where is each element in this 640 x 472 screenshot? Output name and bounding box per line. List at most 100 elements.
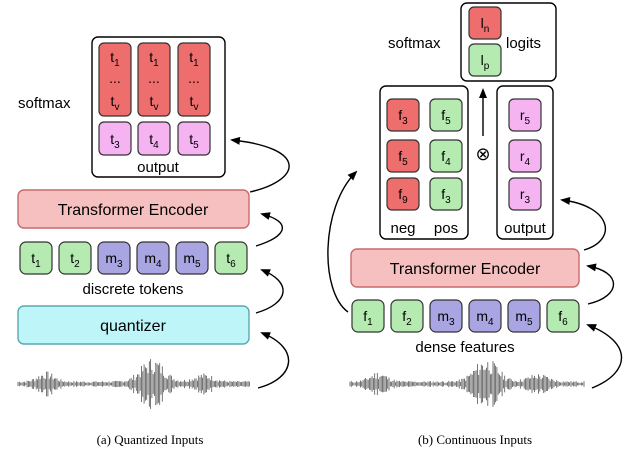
feature-label: f2 — [402, 308, 412, 328]
pos-token-label: f3 — [441, 186, 451, 206]
feature-token — [546, 299, 580, 333]
vocab-top: t1 — [110, 49, 120, 69]
arrow-quantizer-to-tokens — [255, 269, 284, 314]
logit-neg-token — [468, 6, 502, 40]
neg-token-label: f5 — [398, 148, 408, 168]
dense-feature-row: f1 f2 m3 m4 m5 f6 — [351, 299, 580, 333]
arrow-wave-to-quantizer — [257, 332, 290, 389]
panel-quantized: softmax output t1 ... tv t3 t1 ... tv t4… — [17, 36, 290, 447]
vocab-dots: ... — [109, 70, 121, 86]
quantizer-label: quantizer — [100, 318, 166, 335]
target-token — [137, 121, 171, 156]
logit-pos-label: lp — [481, 52, 490, 72]
arrow-encoder-to-output — [230, 136, 290, 193]
vocab-dots: ... — [148, 70, 160, 86]
masked-token — [175, 241, 209, 275]
right-waveform — [349, 361, 585, 407]
arrow-encoder-to-output — [560, 196, 606, 251]
vocab-dots: ... — [188, 70, 200, 86]
output-token-label: r5 — [520, 107, 531, 127]
panel-continuous: ln lp logits softmax f3 f5 f9 f5 f4 f3 n… — [327, 2, 623, 447]
right-transformer-encoder — [350, 248, 580, 288]
pos-token — [429, 177, 463, 211]
arrow-wave-to-features — [586, 324, 623, 389]
vocab-column — [177, 42, 211, 117]
logits-box — [460, 2, 557, 82]
output-token-label: r3 — [520, 186, 531, 206]
arrow-tokens-to-encoder — [255, 212, 284, 247]
left-waveform — [17, 359, 250, 409]
feature-label: m4 — [476, 308, 494, 328]
left-output-label: output — [137, 159, 180, 176]
left-softmax-label: softmax — [18, 95, 71, 112]
masked-feature — [429, 299, 463, 333]
pos-label: pos — [434, 220, 458, 237]
target-token — [98, 121, 132, 156]
masked-feature — [468, 299, 502, 333]
target-token-label: t5 — [189, 131, 199, 151]
product-symbol: ⊗ — [475, 144, 490, 164]
neg-token — [386, 177, 420, 211]
masked-token — [97, 241, 131, 275]
right-output-label: output — [504, 220, 547, 237]
output-token — [508, 177, 542, 211]
token-label: t1 — [31, 250, 41, 270]
logit-neg-label: ln — [481, 15, 490, 35]
feature-label: m5 — [515, 308, 533, 328]
feature-token — [390, 299, 424, 333]
vocab-bottom: tv — [111, 93, 120, 113]
target-token-label: t4 — [149, 131, 159, 151]
neg-token — [386, 98, 420, 132]
left-output-box — [91, 36, 226, 178]
token — [214, 241, 248, 275]
vocab-column — [98, 42, 132, 117]
pos-token-label: f4 — [441, 148, 451, 168]
logits-label: logits — [506, 35, 541, 52]
target-token-label: t3 — [110, 131, 120, 151]
token — [58, 241, 92, 275]
feature-label: m3 — [437, 308, 455, 328]
neg-label: neg — [390, 220, 415, 237]
masked-feature — [507, 299, 541, 333]
output-token — [508, 98, 542, 132]
neg-token-label: f9 — [398, 186, 408, 206]
caption-a: (a) Quantized Inputs — [97, 432, 204, 447]
logit-pos-token — [468, 43, 502, 77]
token-label: m5 — [183, 250, 201, 270]
quantizer-block — [17, 305, 250, 345]
vocab-column — [137, 42, 171, 117]
output-token-label: r4 — [520, 148, 531, 168]
right-softmax-label: softmax — [388, 35, 441, 52]
right-output-box — [496, 85, 554, 240]
arrow-features-to-encoder — [586, 263, 615, 305]
vocab-top: t1 — [189, 49, 199, 69]
pos-token — [429, 139, 463, 173]
neg-token — [386, 139, 420, 173]
token-label: t6 — [226, 250, 236, 270]
masked-token — [136, 241, 170, 275]
vocab-bottom: tv — [150, 93, 159, 113]
token-label: m4 — [144, 250, 162, 270]
output-token — [508, 139, 542, 173]
token — [19, 241, 53, 275]
pos-token-label: f5 — [441, 107, 451, 127]
left-transformer-encoder — [17, 189, 250, 229]
arrow-features-to-negpos — [327, 170, 358, 313]
target-token — [177, 121, 211, 156]
token-label: t2 — [70, 250, 80, 270]
discrete-token-row: t1 t2 m3 m4 m5 t6 — [19, 241, 248, 275]
caption-b: (b) Continuous Inputs — [418, 432, 532, 447]
feature-label: f6 — [558, 308, 568, 328]
neg-pos-box — [379, 85, 469, 240]
vocab-top: t1 — [149, 49, 159, 69]
neg-token-label: f3 — [398, 107, 408, 127]
feature-token — [351, 299, 385, 333]
discrete-tokens-label: discrete tokens — [83, 281, 184, 298]
left-encoder-label: Transformer Encoder — [58, 202, 209, 219]
vocab-bottom: tv — [190, 93, 199, 113]
token-label: m3 — [105, 250, 123, 270]
right-encoder-label: Transformer Encoder — [390, 261, 541, 278]
feature-label: f1 — [363, 308, 373, 328]
pos-token — [429, 98, 463, 132]
